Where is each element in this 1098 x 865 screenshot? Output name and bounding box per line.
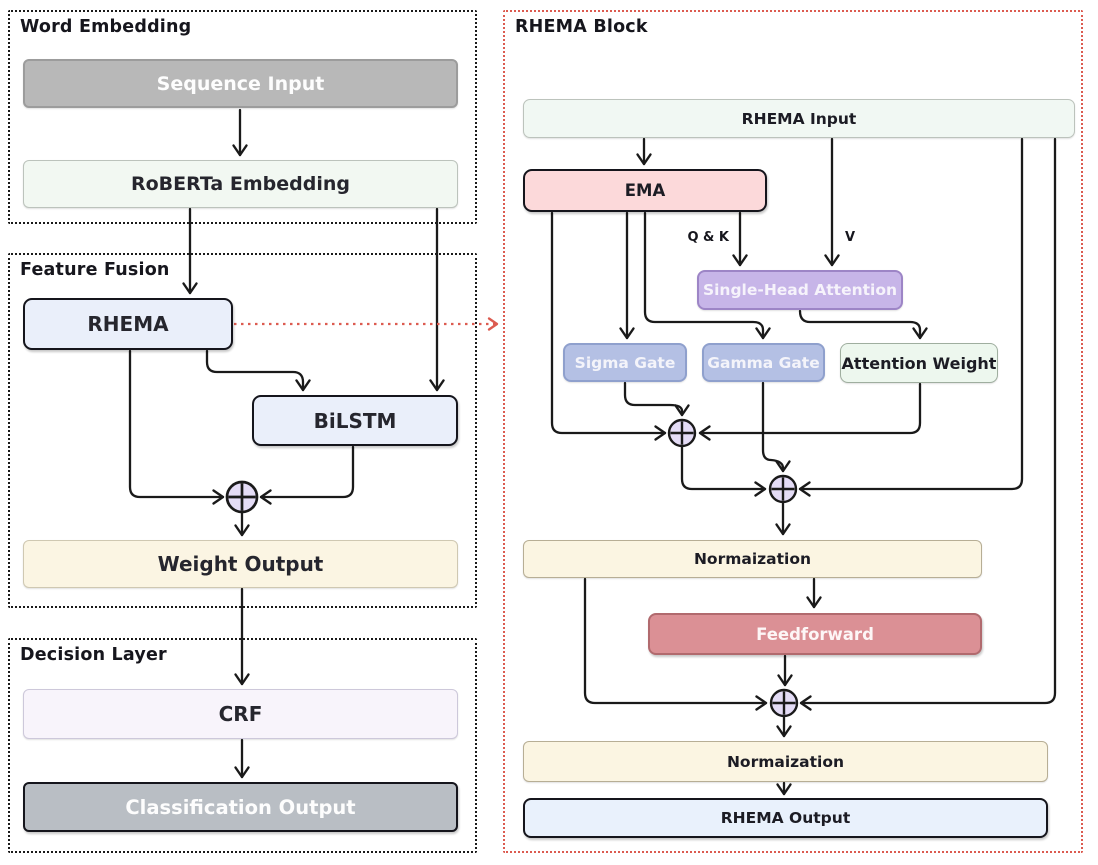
- edge-norm-1-bypass-to-sum-residual-2: [583, 577, 768, 711]
- node-rhema-input: RHEMA Input: [523, 99, 1075, 138]
- node-label-attention-weight: Attention Weight: [841, 353, 997, 373]
- node-single-head-attention: Single-Head Attention: [697, 270, 903, 310]
- group-title-feature-fusion: Feature Fusion: [20, 260, 170, 280]
- node-label-classification-output: Classification Output: [125, 795, 356, 819]
- node-label-rhema-output: RHEMA Output: [720, 809, 851, 827]
- node-label-roberta-embedding: RoBERTa Embedding: [131, 173, 350, 195]
- node-gamma-gate: Gamma Gate: [702, 343, 825, 382]
- node-label-normalization-2: Normaization: [726, 752, 845, 771]
- node-roberta-embedding: RoBERTa Embedding: [23, 160, 458, 208]
- node-label-single-head-attention: Single-Head Attention: [702, 281, 898, 299]
- edge-rhema-to-bilstm: [205, 349, 311, 392]
- label-q-and-k: Q & K: [687, 230, 729, 245]
- node-rhema: RHEMA: [23, 298, 233, 350]
- edge-attention-to-attn-weight: [798, 309, 928, 340]
- node-label-weight-output: Weight Output: [157, 552, 324, 576]
- node-crf: CRF: [23, 689, 458, 739]
- node-label-bilstm: BiLSTM: [313, 408, 397, 433]
- node-label-normalization-1: Normaization: [693, 550, 812, 568]
- edge-sigma-to-sum-gates: [623, 381, 690, 417]
- node-rhema-output: RHEMA Output: [523, 798, 1048, 838]
- edge-ema-to-sum-gates: [550, 211, 667, 441]
- group-title-word-embedding: Word Embedding: [20, 17, 192, 37]
- node-classification-output: Classification Output: [23, 782, 458, 832]
- node-label-rhema: RHEMA: [87, 312, 169, 336]
- sum-residual-1-icon: [768, 474, 798, 504]
- edge-ema-to-gamma: [643, 211, 771, 340]
- node-normalization-1: Normaization: [523, 540, 982, 578]
- group-title-rhema-block: RHEMA Block: [515, 17, 648, 37]
- group-title-decision-layer: Decision Layer: [20, 645, 167, 665]
- node-label-sequence-input: Sequence Input: [156, 72, 325, 95]
- node-label-gamma-gate: Gamma Gate: [707, 353, 820, 372]
- node-weight-output: Weight Output: [23, 540, 458, 588]
- node-feedforward: Feedforward: [648, 613, 982, 655]
- group-word-embedding: Word Embedding: [8, 10, 477, 224]
- node-label-rhema-input: RHEMA Input: [741, 109, 857, 128]
- node-sequence-input: Sequence Input: [23, 59, 458, 108]
- sum-fusion-icon: [225, 480, 259, 514]
- node-label-crf: CRF: [218, 702, 263, 726]
- edge-gamma-to-sum-residual-1: [761, 381, 791, 473]
- node-label-ema: EMA: [624, 181, 666, 200]
- node-label-feedforward: Feedforward: [756, 624, 874, 644]
- edge-input-to-sum-residual-1: [798, 137, 1024, 497]
- node-normalization-2: Normaization: [523, 741, 1048, 782]
- node-sigma-gate: Sigma Gate: [563, 343, 687, 382]
- sum-gates-icon: [667, 418, 697, 448]
- node-ema: EMA: [523, 169, 767, 212]
- edge-attn-weight-to-sum-gates: [698, 382, 922, 441]
- group-rhema-block: RHEMA Block: [503, 10, 1083, 853]
- node-bilstm: BiLSTM: [252, 395, 458, 446]
- label-v: V: [845, 230, 856, 245]
- edge-sum-gates-to-sum-residual-1: [680, 445, 767, 497]
- edge-bilstm-to-sum-fusion: [259, 445, 355, 505]
- sum-residual-2-icon: [769, 688, 799, 718]
- edge-input-to-sum-residual-2: [799, 137, 1057, 711]
- node-attention-weight: Attention Weight: [840, 343, 998, 383]
- node-label-sigma-gate: Sigma Gate: [574, 353, 676, 372]
- edge-rhema-to-sum-fusion: [128, 349, 225, 505]
